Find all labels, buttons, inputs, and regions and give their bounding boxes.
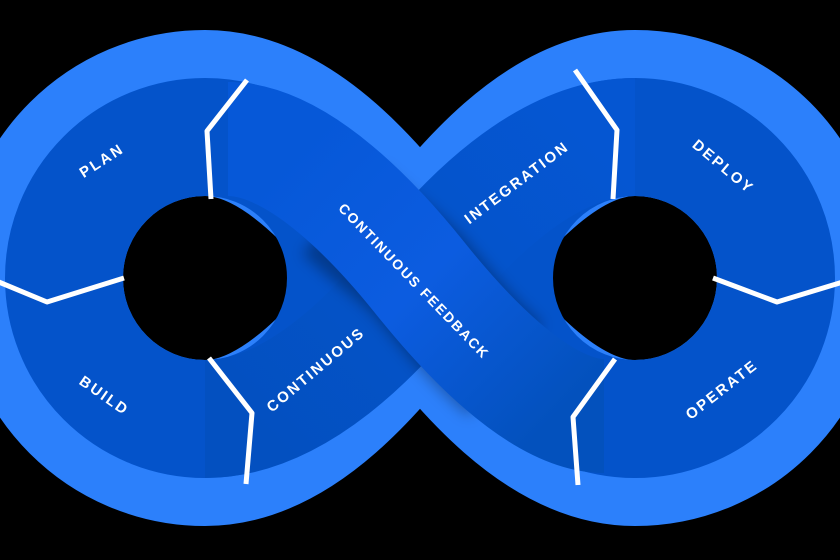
divider-integration-deploy <box>572 68 620 200</box>
divider-build-continuous <box>207 356 255 485</box>
divider-plan-build <box>0 275 125 305</box>
divider-deploy-operate <box>712 275 840 305</box>
divider-feedback-operate <box>570 357 618 486</box>
feedback-ribbon <box>223 82 609 473</box>
divider-plan-feedback <box>204 78 249 200</box>
